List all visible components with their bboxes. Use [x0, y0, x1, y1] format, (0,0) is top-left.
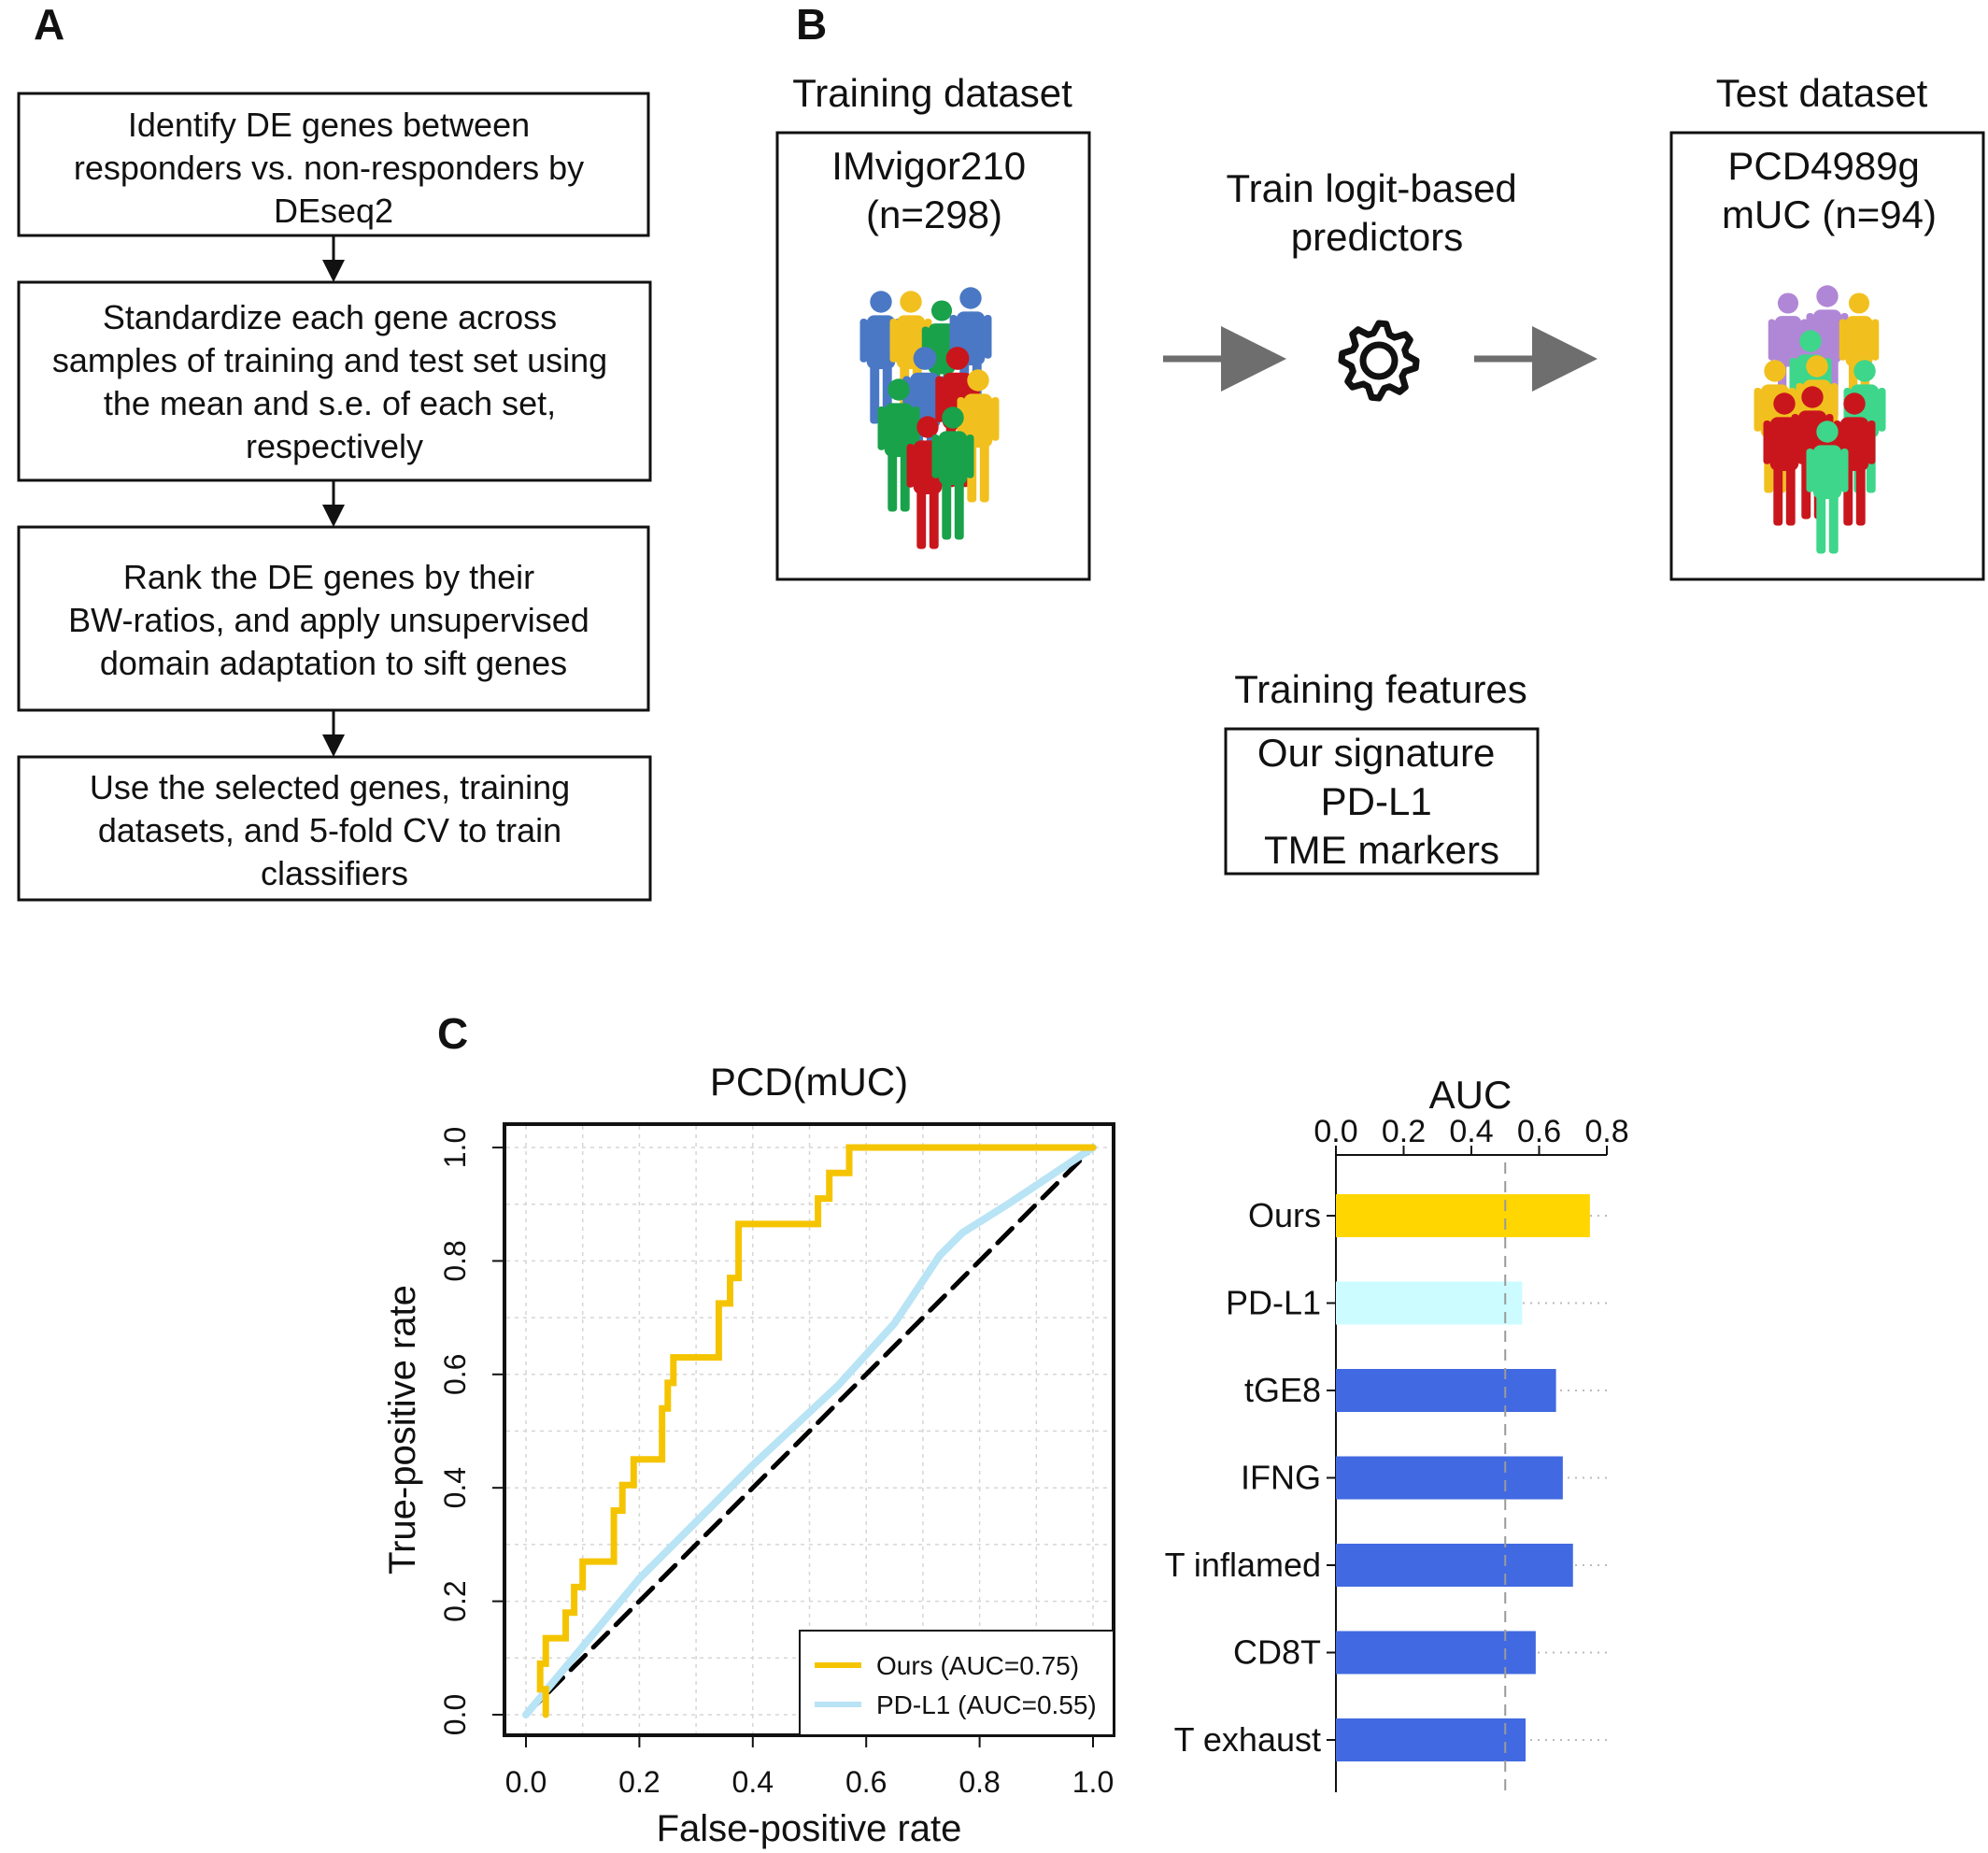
auc-x-tick-label: 0.6: [1517, 1114, 1561, 1149]
auc-category-label: T inflamed: [1165, 1546, 1321, 1584]
flow-step-2-line-3: the mean and s.e. of each set,: [104, 384, 556, 422]
roc-x-tick-label: 0.4: [732, 1765, 774, 1799]
predictor-label-line-2: predictors: [1291, 215, 1463, 259]
auc-x-tick-label: 0.4: [1449, 1114, 1493, 1149]
roc-x-tick-label: 0.6: [845, 1765, 887, 1799]
auc-bar-ifng: [1336, 1456, 1563, 1500]
flow-step-4-line-1: Use the selected genes, training: [90, 768, 570, 806]
flow-step-4: Use the selected genes, training dataset…: [17, 755, 652, 902]
roc-x-tick-label: 1.0: [1072, 1765, 1114, 1799]
auc-x-tick-label: 0.2: [1382, 1114, 1426, 1149]
roc-x-axis-label: False-positive rate: [657, 1808, 962, 1849]
auc-x-tick-label: 0.8: [1584, 1114, 1628, 1149]
test-dataset-count: mUC (n=94): [1722, 192, 1937, 236]
svg-text:Use the selected genes, traini: Use the selected genes, training dataset…: [90, 768, 579, 892]
gear-icon: [1338, 320, 1420, 402]
auc-category-label: tGE8: [1244, 1371, 1321, 1409]
roc-y-tick-label: 0.8: [438, 1240, 472, 1281]
legend-label-pd-l1: PD-L1 (AUC=0.55): [876, 1690, 1097, 1719]
panel-a: A Identify DE genes between responders v…: [17, 0, 652, 902]
roc-y-tick-label: 0.4: [438, 1467, 472, 1508]
flow-step-2-line-2: samples of training and test set using: [52, 341, 607, 379]
auc-category-label: PD-L1: [1226, 1284, 1321, 1322]
training-dataset-name: IMvigor210: [831, 144, 1026, 188]
flow-step-1: Identify DE genes between responders vs.…: [17, 92, 650, 237]
panel-c-label: C: [437, 1009, 468, 1058]
auc-bar-t-exhaust: [1336, 1718, 1526, 1761]
svg-text:Rank the DE genes by their: Rank the DE genes by their BW-ratios, an…: [68, 558, 599, 682]
roc-diagonal-reference: [523, 1145, 1096, 1718]
feature-tme-markers: TME markers: [1264, 828, 1499, 872]
auc-title: AUC: [1429, 1073, 1512, 1117]
auc-bar-cd8t: [1336, 1631, 1536, 1675]
auc-category-label: CD8T: [1233, 1633, 1321, 1672]
auc-category-label: Ours: [1248, 1196, 1321, 1234]
flow-step-3: Rank the DE genes by their BW-ratios, an…: [17, 525, 650, 712]
panel-b-label: B: [796, 0, 827, 49]
training-features-box: [1224, 727, 1540, 876]
legend-label-ours: Ours (AUC=0.75): [876, 1651, 1079, 1680]
svg-text:Identify DE genes between: Identify DE genes between responders vs.…: [74, 106, 593, 230]
test-dataset-name: PCD4989g: [1727, 144, 1919, 188]
panel-b: B Training dataset IMvigor210 (n=298) Tr…: [775, 0, 1985, 876]
roc-y-tick-label: 0.6: [438, 1354, 472, 1395]
svg-text:PCD4989g mUC (n=94): PCD4989g mUC (n=94): [1722, 144, 1937, 236]
test-dataset-title: Test dataset: [1716, 71, 1928, 115]
panel-a-label: A: [34, 0, 64, 49]
roc-y-axis-label: True-positive rate: [382, 1285, 423, 1575]
roc-x-tick-label: 0.2: [618, 1765, 660, 1799]
roc-title: PCD(mUC): [710, 1060, 908, 1104]
predictor-label-line-1: Train logit-based: [1227, 166, 1517, 210]
roc-y-tick-label: 0.2: [438, 1580, 472, 1621]
roc-ticks: 0.0 0.2 0.4 0.6 0.8 1.0 0.0 0.2 0.4 0.6 0.8 1.0: [438, 1127, 1114, 1799]
flow-step-3-line-2: BW-ratios, and apply unsupervised: [68, 601, 589, 639]
roc-lines: [522, 1144, 1097, 1718]
training-dataset-title: Training dataset: [792, 71, 1072, 115]
training-features-title: Training features: [1234, 667, 1527, 711]
flow-step-1-line-2: responders vs. non-responders by: [74, 149, 584, 187]
training-dataset-count: (n=298): [866, 192, 1002, 236]
flow-step-1-line-3: DEseq2: [274, 192, 393, 230]
flow-step-2-line-4: respectively: [246, 427, 423, 465]
flow-step-4-line-3: classifiers: [261, 854, 408, 892]
roc-x-tick-label: 0.0: [505, 1765, 547, 1799]
auc-category-label: IFNG: [1241, 1459, 1321, 1497]
auc-bar-tge8: [1336, 1369, 1556, 1412]
flow-step-3-line-1: Rank the DE genes by their: [123, 558, 534, 596]
flow-step-2: Standardize each gene across samples of …: [17, 280, 652, 482]
auc-x-tick-label: 0.0: [1314, 1114, 1357, 1149]
svg-text:Standardize each gene across: Standardize each gene across samples of …: [52, 298, 617, 465]
svg-text:IMvigor210 (n=298): IMvigor210 (n=298): [831, 144, 1036, 236]
roc-y-tick-label: 1.0: [438, 1127, 472, 1168]
roc-x-tick-label: 0.8: [958, 1765, 1000, 1799]
roc-y-tick-label: 0.0: [438, 1694, 472, 1735]
auc-bar-ours: [1336, 1194, 1590, 1237]
flow-step-1-line-1: Identify DE genes between: [128, 106, 530, 144]
auc-bar-t-inflamed: [1336, 1544, 1573, 1587]
auc-category-label: T exhaust: [1174, 1720, 1321, 1759]
roc-series-ours: [536, 1144, 1097, 1718]
flow-step-3-line-3: domain adaptation to sift genes: [100, 644, 567, 682]
roc-series-pd-l1: [522, 1144, 1097, 1718]
flow-step-2-line-1: Standardize each gene across: [103, 298, 557, 336]
feature-our-signature: Our signature: [1257, 731, 1495, 775]
feature-pd-l1: PD-L1: [1321, 779, 1432, 823]
roc-legend: Ours (AUC=0.75) PD-L1 (AUC=0.55): [799, 1630, 1115, 1736]
flow-step-4-line-2: datasets, and 5-fold CV to train: [98, 811, 561, 849]
svg-text:Train logit-based predic: Train logit-based predictors: [1227, 166, 1528, 259]
auc-bar-pd-l1: [1336, 1281, 1523, 1325]
svg-text:Our signature PD-L1: Our signature PD-L1 TME markers: [1257, 731, 1506, 872]
